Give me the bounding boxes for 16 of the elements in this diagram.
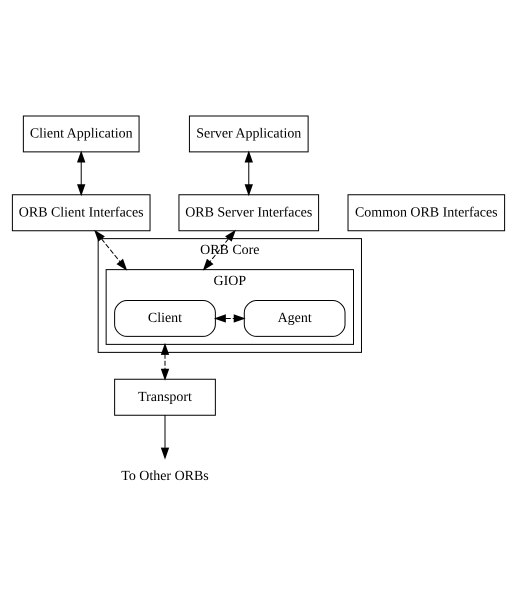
node-box: Transport [114,378,216,416]
node-box: ORB Server Interfaces [178,194,320,232]
arrow [77,150,86,196]
arrow [244,150,253,196]
node-box: Client [114,300,216,337]
node-box: Common ORB Interfaces [348,194,506,232]
node-box: Agent [244,300,346,337]
arrow [160,414,170,460]
arrow [202,230,236,271]
node-box: Server Application [188,116,309,152]
node-box: Client Application [22,116,140,152]
arrow [94,230,128,271]
node-box: ORB Client Interfaces [12,194,151,232]
node-text: To Other ORBs [121,468,209,484]
arrow [214,314,246,323]
arrow [160,342,170,381]
